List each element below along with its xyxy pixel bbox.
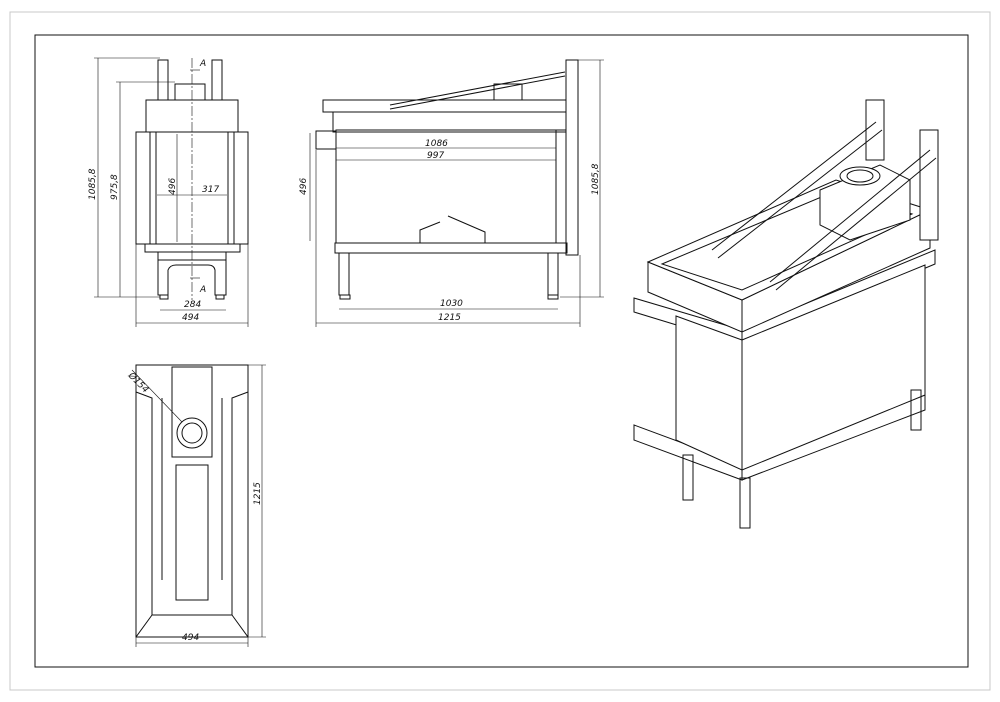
dim-top-length: 1215 bbox=[253, 482, 263, 505]
dim-front-leg-span: 284 bbox=[184, 300, 201, 310]
dim-side-total-height: 1085,8 bbox=[591, 163, 601, 195]
dim-side-glass-width: 1086 bbox=[425, 139, 448, 149]
dim-front-width: 494 bbox=[182, 313, 199, 323]
dim-side-opening-width: 997 bbox=[427, 151, 444, 161]
dim-front-opening-width: 317 bbox=[202, 185, 219, 195]
dim-front-total-height: 1085,8 bbox=[88, 168, 98, 200]
sheet-outer-border bbox=[9, 11, 991, 691]
side-view bbox=[309, 59, 604, 327]
dim-top-width: 494 bbox=[182, 633, 199, 643]
section-mark-bottom: A bbox=[199, 285, 206, 295]
dim-top-flue-diameter: Ø154 bbox=[125, 370, 151, 396]
sheet-frame bbox=[34, 34, 969, 668]
top-view bbox=[131, 364, 266, 647]
dim-front-flue-height: 975,8 bbox=[110, 174, 120, 200]
dim-side-length: 1215 bbox=[438, 313, 461, 323]
front-view bbox=[94, 57, 249, 327]
isometric-view bbox=[633, 99, 939, 529]
dim-side-opening-height: 496 bbox=[299, 178, 309, 195]
dim-side-leg-span: 1030 bbox=[440, 299, 463, 309]
dim-front-opening-height: 496 bbox=[168, 178, 178, 195]
section-mark-top: A bbox=[199, 59, 206, 69]
